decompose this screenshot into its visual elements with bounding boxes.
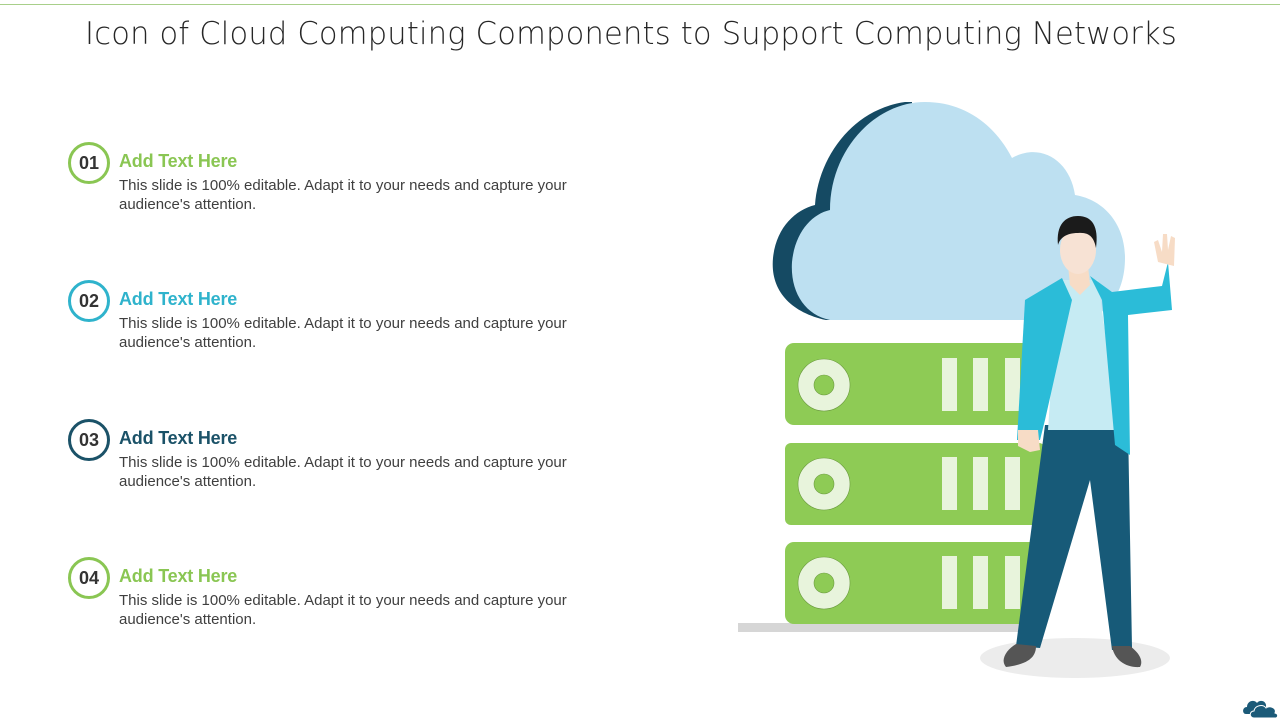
server-rack-icon	[738, 343, 1045, 632]
item-description: This slide is 100% editable. Adapt it to…	[119, 454, 567, 490]
cloud-body	[791, 102, 1125, 320]
server-base-shadow	[738, 623, 1038, 632]
item-heading: Add Text Here	[119, 566, 238, 586]
number-badge: 03	[68, 419, 110, 461]
cloud-logo-icon	[1243, 700, 1279, 719]
item-description: This slide is 100% editable. Adapt it to…	[119, 592, 567, 628]
server-unit-2	[785, 443, 1045, 525]
list-item-01: 01 Add Text Here This slide is 100% edit…	[68, 142, 588, 222]
server-unit-1	[785, 343, 1045, 425]
item-heading: Add Text Here	[119, 428, 238, 448]
server-unit-3	[785, 542, 1045, 624]
item-heading: Add Text Here	[119, 289, 238, 309]
cloud-icon	[772, 102, 1125, 320]
number-badge: 04	[68, 557, 110, 599]
number-badge: 02	[68, 280, 110, 322]
list-item-04: 04 Add Text Here This slide is 100% edit…	[68, 557, 588, 637]
number-badge: 01	[68, 142, 110, 184]
person-waving-icon	[980, 216, 1175, 678]
list-item-02: 02 Add Text Here This slide is 100% edit…	[68, 280, 588, 360]
item-description: This slide is 100% editable. Adapt it to…	[119, 177, 567, 213]
item-heading: Add Text Here	[119, 151, 238, 171]
slide-title: Icon of Cloud Computing Components to Su…	[85, 16, 1177, 52]
top-divider	[0, 4, 1280, 5]
list-item-03: 03 Add Text Here This slide is 100% edit…	[68, 419, 588, 499]
item-description: This slide is 100% editable. Adapt it to…	[119, 315, 567, 351]
